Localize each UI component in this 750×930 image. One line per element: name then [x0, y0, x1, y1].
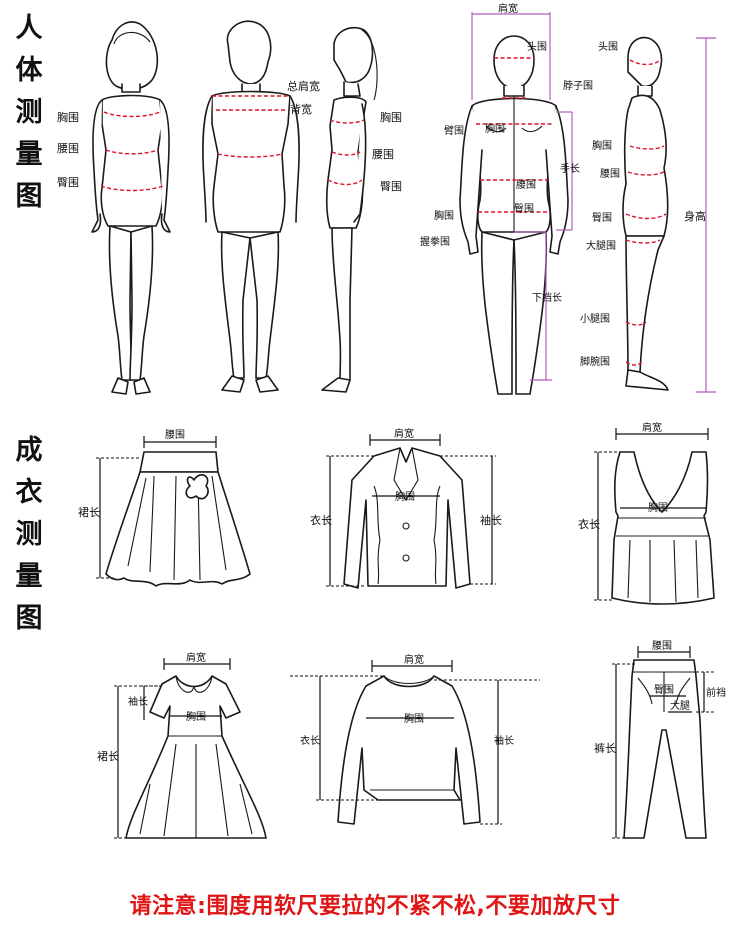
side-anatomy-ankle-label: 脚腕围	[580, 355, 610, 368]
dress-diagram: 肩宽 袖长 胸围 裙长	[97, 651, 267, 839]
tank-chest-label: 胸围	[648, 501, 668, 514]
sweater-diagram: 肩宽 胸围 衣长 袖长	[290, 653, 540, 825]
pants-waist-label: 腰围	[652, 640, 672, 652]
sweater-length-label: 衣长	[300, 734, 320, 747]
anatomy-waist-label: 腰围	[516, 179, 536, 191]
skirt-length-label: 裙长	[78, 506, 100, 519]
side-hip-label: 臀围	[380, 180, 402, 193]
side-waist-label: 腰围	[372, 148, 394, 161]
tank-length-label: 衣长	[578, 517, 600, 531]
anatomy-sleeve-label: 手长	[560, 162, 580, 175]
tank-diagram: 肩宽 胸围 衣长	[578, 421, 715, 605]
back-width-label: 背宽	[290, 102, 312, 116]
notice-text: 请注意:围度用软尺要拉的不紧不松,不要加放尺寸	[129, 894, 621, 919]
front-chest-label: 胸围	[57, 110, 79, 124]
side-anatomy-calf-label: 小腿围	[580, 313, 610, 325]
anatomy-inseam-label: 下裆长	[532, 291, 562, 304]
anatomy-shoulder-label: 肩宽	[498, 2, 518, 15]
body-back-figure: 总肩宽 背宽	[202, 20, 320, 393]
dress-sleeve-label: 袖长	[128, 695, 148, 708]
skirt-diagram: 腰围 裙长	[78, 429, 251, 587]
back-total-shoulder-label: 总肩宽	[287, 79, 320, 93]
anatomy-chest-label: 胸围	[485, 122, 505, 135]
side-anatomy-chest-label: 胸围	[592, 139, 612, 152]
side-anatomy-hip-label: 臀围	[592, 212, 612, 224]
jacket-diagram: 肩宽 胸围 衣长 袖长	[310, 427, 502, 589]
sweater-sleeve-label: 袖长	[494, 734, 514, 747]
anatomy-hip-label: 臀围	[514, 203, 534, 215]
skirt-waist-label: 腰围	[165, 429, 185, 441]
sweater-shoulder-label: 肩宽	[404, 653, 424, 666]
side-chest-label: 胸围	[380, 110, 402, 124]
front-waist-label: 腰围	[57, 142, 79, 155]
pants-length-label: 裤长	[594, 741, 616, 755]
side-anatomy-waist-label: 腰围	[600, 168, 620, 180]
sweater-chest-label: 胸围	[404, 712, 424, 725]
jacket-shoulder-label: 肩宽	[394, 427, 414, 440]
anatomy-front-figure: 肩宽 头围 脖子围 臂围 胸围 手长 腰围 臀围 胸围 握拳围 下裆长	[420, 2, 593, 395]
body-front-figure: 胸围 腰围 臀围	[57, 21, 171, 395]
anatomy-fist-label: 握拳围	[420, 235, 450, 248]
body-side-figure: 胸围 腰围 臀围	[321, 26, 402, 393]
anatomy-side-figure: 头围 胸围 腰围 臀围 大腿围 小腿围 脚腕围 身高	[580, 36, 716, 393]
garment-measurement-title: 成衣测量图	[15, 435, 43, 634]
jacket-length-label: 衣长	[310, 513, 332, 527]
dress-chest-label: 胸围	[186, 710, 206, 723]
side-anatomy-head-label: 头围	[598, 41, 618, 53]
pants-thigh-label: 大腿	[670, 699, 690, 712]
dress-shoulder-label: 肩宽	[186, 651, 206, 664]
pants-diagram: 腰围 臀围 大腿 前裆 裤长	[594, 640, 726, 839]
pants-hip-label: 臀围	[654, 684, 674, 696]
jacket-chest-label: 胸围	[395, 490, 415, 503]
anatomy-neck-label: 脖子围	[563, 79, 593, 92]
body-measurement-title: 人体测量图	[15, 13, 43, 212]
pants-rise-label: 前裆	[706, 686, 726, 699]
anatomy-wrist-label: 胸围	[434, 209, 454, 222]
jacket-sleeve-label: 袖长	[480, 513, 502, 527]
anatomy-arm-label: 臂围	[444, 124, 464, 137]
tank-shoulder-label: 肩宽	[642, 421, 662, 434]
side-anatomy-thigh-label: 大腿围	[586, 239, 616, 252]
dress-length-label: 裙长	[97, 750, 119, 763]
front-hip-label: 臀围	[57, 176, 79, 189]
side-anatomy-height-label: 身高	[684, 209, 706, 223]
anatomy-head-label: 头围	[527, 41, 547, 53]
